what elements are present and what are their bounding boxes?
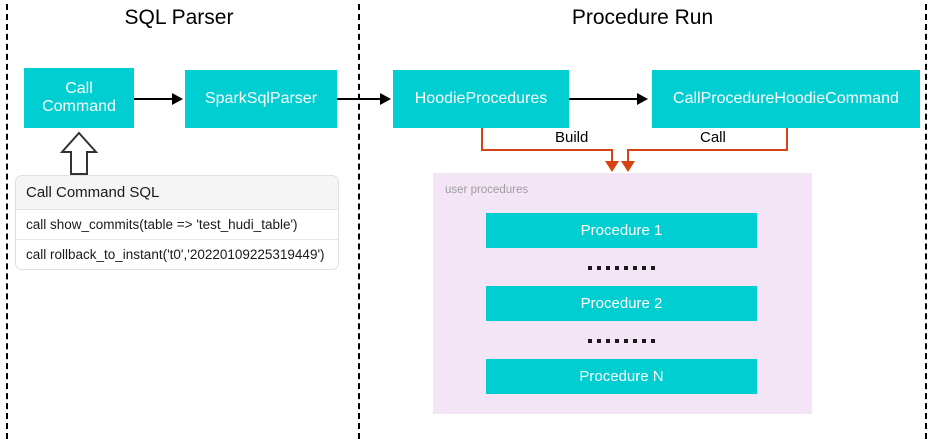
section-title-sql-parser: SQL Parser xyxy=(124,6,234,29)
arrow-call-command-to-parser-line xyxy=(134,98,174,100)
section-title-procedure-run: Procedure Run xyxy=(571,6,714,29)
node-spark-sql-parser[interactable]: SparkSqlParser xyxy=(185,70,337,128)
edge-label-build: Build xyxy=(551,129,593,146)
arrow-parser-to-hoodie-head-icon xyxy=(380,93,391,105)
procedure-box[interactable]: Procedure 2 xyxy=(486,286,757,321)
arrow-parser-to-hoodie-line xyxy=(337,98,382,100)
sql-table-header: Call Command SQL xyxy=(16,176,338,210)
ellipsis-dots-separator xyxy=(486,336,757,346)
node-call-command[interactable]: Call Command xyxy=(24,68,134,128)
divider-left-dashed xyxy=(6,4,8,439)
node-call-command-label-line1: Call xyxy=(65,79,93,97)
divider-right-dashed xyxy=(925,4,927,439)
edge-label-call: Call xyxy=(696,129,730,146)
arrow-hoodie-to-command-line xyxy=(569,98,639,100)
up-block-arrow-icon xyxy=(60,131,98,176)
connector-build-vertical-from-hoodie xyxy=(481,128,483,151)
connector-build-arrow-head-icon xyxy=(605,161,619,172)
call-command-sql-table: Call Command SQL call show_commits(table… xyxy=(16,176,338,269)
user-procedures-panel-label: user procedures xyxy=(445,184,529,196)
connector-call-arrow-head-icon xyxy=(621,161,635,172)
sql-table-row: call rollback_to_instant('t0','202201092… xyxy=(16,240,338,269)
connector-call-vertical-down xyxy=(627,149,629,163)
node-hoodie-procedures[interactable]: HoodieProcedures xyxy=(393,70,569,128)
node-call-command-label-line2: Command xyxy=(42,98,116,115)
procedure-box[interactable]: Procedure 1 xyxy=(486,213,757,248)
node-call-procedure-hoodie-command[interactable]: CallProcedureHoodieCommand xyxy=(652,70,920,128)
connector-build-vertical-down xyxy=(611,149,613,163)
ellipsis-dots-separator xyxy=(486,263,757,273)
user-procedures-panel: user procedures Procedure 1 Procedure 2 … xyxy=(433,173,812,414)
procedure-box[interactable]: Procedure N xyxy=(486,359,757,394)
sql-table-row: call show_commits(table => 'test_hudi_ta… xyxy=(16,210,338,240)
arrow-call-command-to-parser-head-icon xyxy=(172,93,183,105)
arrow-hoodie-to-command-head-icon xyxy=(637,93,648,105)
connector-call-vertical-from-command xyxy=(786,128,788,151)
connector-call-horizontal xyxy=(627,149,788,151)
connector-build-horizontal xyxy=(481,149,613,151)
divider-middle-dashed xyxy=(358,4,360,439)
